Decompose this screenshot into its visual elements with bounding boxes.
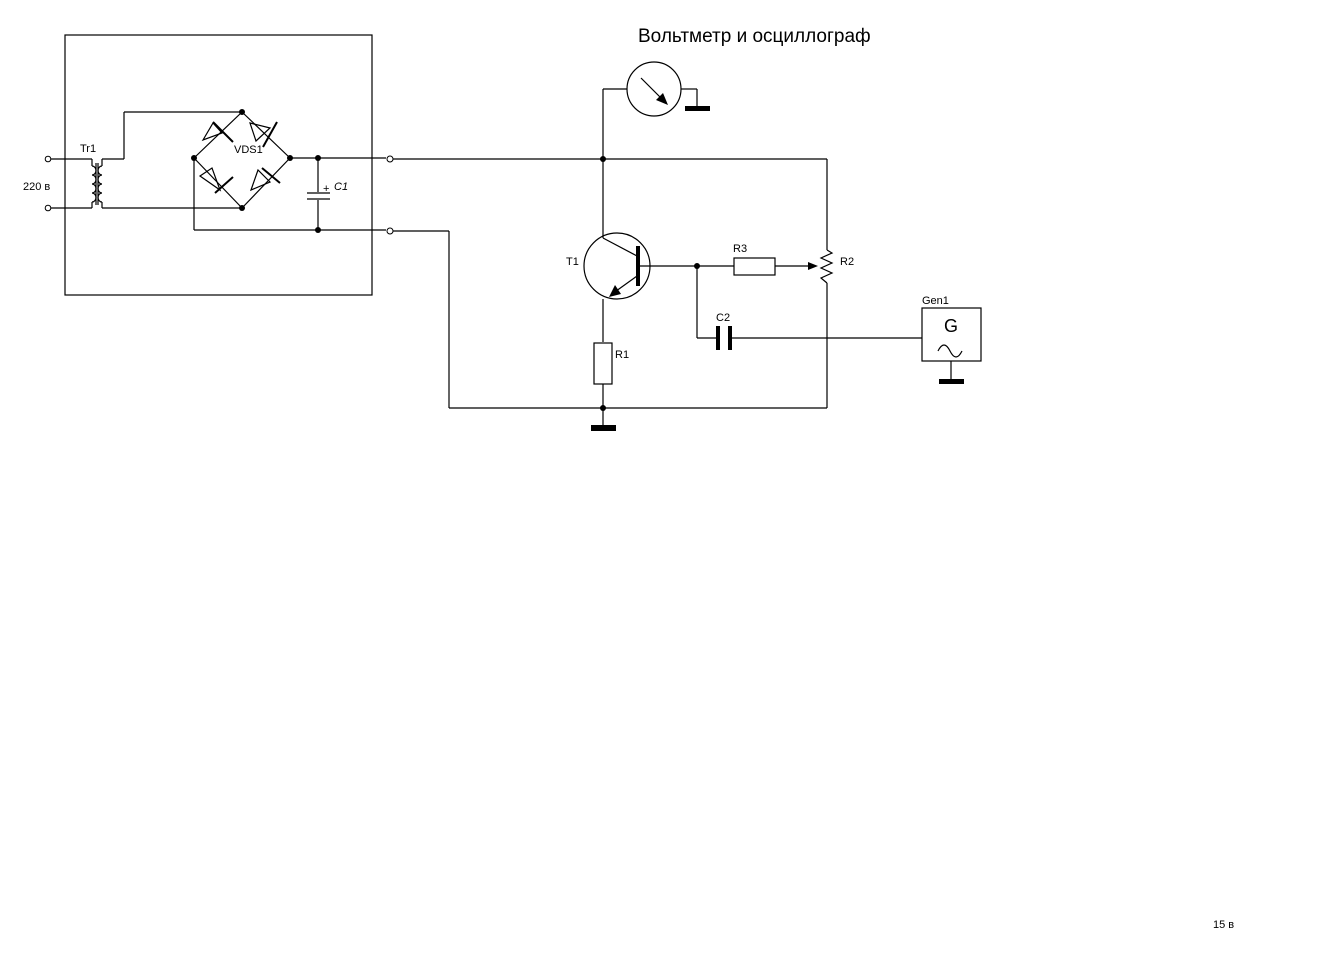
mains-input <box>44 155 93 212</box>
diode-bridge-vds1 <box>191 109 293 211</box>
input-terminal-top <box>44 155 52 163</box>
resistor-r2-label: R2 <box>840 256 854 268</box>
input-terminal-bottom <box>44 204 52 212</box>
potentiometer-r2 <box>819 249 834 284</box>
ground-icon <box>591 425 616 431</box>
capacitor-c2-label: C2 <box>716 312 730 324</box>
transformer-label: Tr1 <box>80 143 96 155</box>
input-voltage-label: 220 в <box>23 181 50 193</box>
resistor-r3-label: R3 <box>733 243 747 255</box>
capacitor-c1-polarity: + <box>323 183 329 195</box>
sine-wave-icon <box>937 344 963 358</box>
transistor-t1 <box>583 159 697 342</box>
diagram-title: Вольтметр и осциллограф <box>638 26 871 47</box>
bridge-label: VDS1 <box>234 144 263 156</box>
generator-symbol: G <box>944 316 958 336</box>
power-supply-box <box>64 34 373 296</box>
supply-positive-terminal <box>386 155 394 163</box>
capacitor-c1-label: C1 <box>334 181 348 193</box>
resistor-r1-label: R1 <box>615 349 629 361</box>
resistor-r3 <box>697 257 818 276</box>
generator-ground-icon <box>939 379 964 384</box>
voltmeter <box>600 61 710 162</box>
capacitor-c2 <box>696 266 922 350</box>
resistor-r1 <box>591 342 616 431</box>
supply-negative-terminal <box>386 227 394 235</box>
voltmeter-ground-icon <box>685 106 710 111</box>
transformer-tr1 <box>91 158 124 208</box>
output-voltage-label: 15 в <box>1213 919 1234 931</box>
transistor-label: T1 <box>566 256 579 268</box>
generator-gen1: G <box>921 307 982 384</box>
capacitor-c1 <box>307 155 330 233</box>
generator-label: Gen1 <box>922 295 949 307</box>
